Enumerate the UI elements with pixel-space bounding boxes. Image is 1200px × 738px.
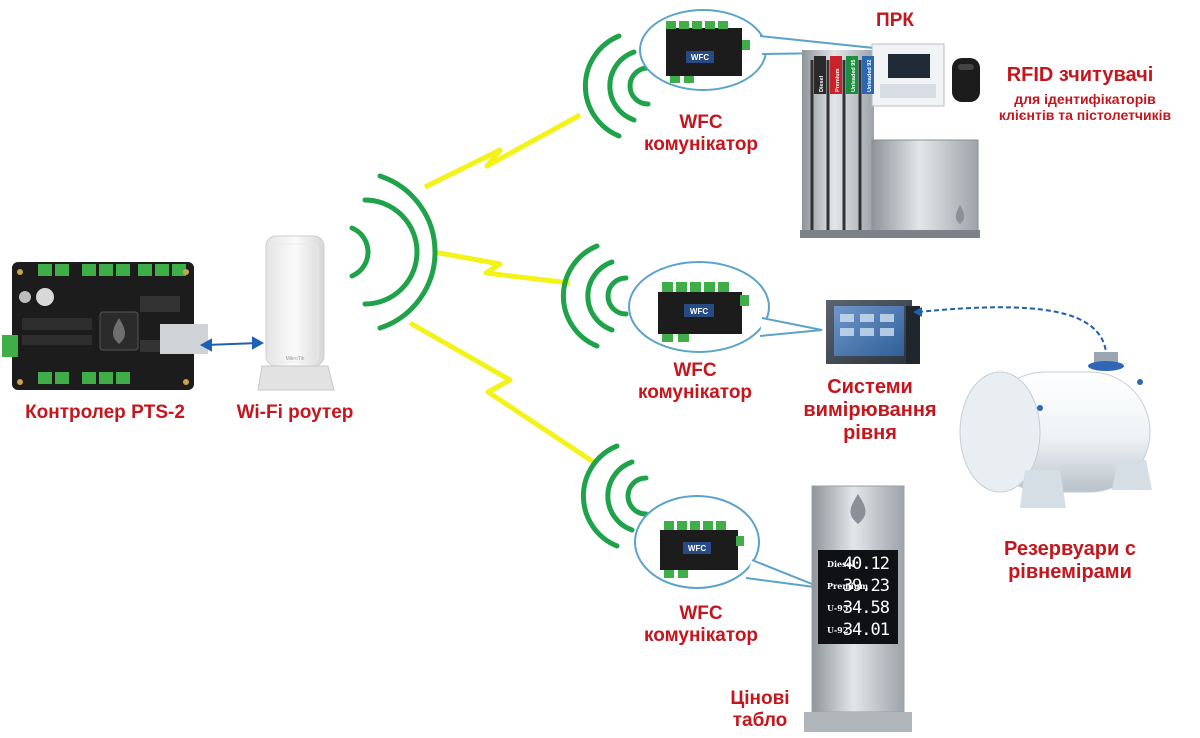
wfc-top-label: WFC комунікатор [626,112,776,156]
tanks-line2: рівнемірами [1008,561,1132,583]
price-board-line1: Цінові [730,688,790,709]
pts2-controller-board [2,262,208,390]
controller-router-cable [199,336,265,352]
fuel-price: 40.12 [842,554,890,574]
price-board-label: Цінові табло [710,688,810,732]
fuel-price: 34.01 [842,620,890,640]
fuel-name: U-95 [827,603,849,613]
tanks-line1: Резервуари с [1004,538,1136,560]
wifi-router-device: MikroTik [257,235,335,391]
hose-label-u95: Unleaded 95 [851,60,857,92]
wireless-link-bottom [408,320,597,466]
hose-unleaded-95 [846,56,858,94]
rfid-subtitle-label: для ідентифікаторів клієнтів та пістолет… [980,91,1190,123]
level-systems-line2: вимірювання [803,399,937,421]
wfc-bottom-wifi-icon [580,443,649,549]
fuel-price: 34.58 [842,598,890,618]
price-row: U-92 34.01 [824,619,892,641]
price-row: Premium 39.23 [824,575,892,597]
level-systems-label: Системи вимірювання рівня [790,376,950,445]
price-row: Diesel 40.12 [824,553,892,575]
wfc-bottom-label-line2: комунікатор [643,624,759,646]
rfid-subtitle-line2: клієнтів та пістолетчиків [998,107,1172,124]
wireless-link-middle [433,249,571,286]
price-sign-display: Diesel 40.12 Premium 39.23 U-95 34.58 U-… [824,553,892,641]
wfc-bottom-chip-text: WFC [688,544,706,553]
price-sign-totem [804,485,912,732]
wireless-link-top [423,112,582,190]
router-wifi-icon [349,173,438,331]
wfc-top-wifi-icon [582,33,651,139]
controller-label: Контролер PTS-2 [25,402,185,423]
level-measuring-console [826,300,920,364]
wfc-top-label-line2: комунікатор [643,133,759,155]
fuel-price: 39.23 [842,576,890,596]
hose-premium [830,56,842,94]
hose-label-u92: Unleaded 92 [867,60,873,92]
wfc-middle-label-line1: WFC [673,360,717,381]
fuel-tank [959,352,1152,508]
wfc-middle-bubble: WFC [628,261,823,353]
fuel-name: Premium [827,581,869,591]
fuel-dispenser: Diesel Premium Unleaded 95 Unleaded 92 [800,43,980,238]
rfid-subtitle-line1: для ідентифікаторів [1014,91,1156,107]
level-systems-line3: рівня [843,422,897,444]
probe-cable [913,306,1107,353]
rfid-reader [952,58,980,102]
router-brand-text: MikroTik [286,356,305,362]
wfc-middle-label: WFC комунікатор [620,360,770,404]
router-label: Wi-Fi роутер [236,402,354,423]
wfc-middle-wifi-icon [560,243,629,349]
wfc-top-label-line1: WFC [679,112,723,133]
fuel-name: Diesel [827,559,855,569]
price-row: U-95 34.58 [824,597,892,619]
hose-diesel [814,56,826,94]
wfc-bottom-bubble: WFC [634,495,823,589]
wfc-middle-label-line2: комунікатор [637,381,753,403]
fuel-name: U-92 [827,625,849,635]
prk-label: ПРК [876,10,914,31]
hose-label-premium: Premium [835,68,841,92]
wfc-top-chip-text: WFC [691,53,709,62]
tanks-label: Резервуари с рівнемірами [985,538,1155,584]
hose-label-diesel: Diesel [819,75,825,92]
wfc-bottom-label-line1: WFC [679,603,723,624]
rfid-title-label: RFID зчитувачі [1006,64,1154,86]
wfc-middle-chip-text: WFC [690,307,708,316]
hose-unleaded-92 [862,56,874,94]
level-systems-line1: Системи [827,376,913,398]
price-board-line2: табло [732,709,788,731]
wfc-bottom-label: WFC комунікатор [626,603,776,647]
